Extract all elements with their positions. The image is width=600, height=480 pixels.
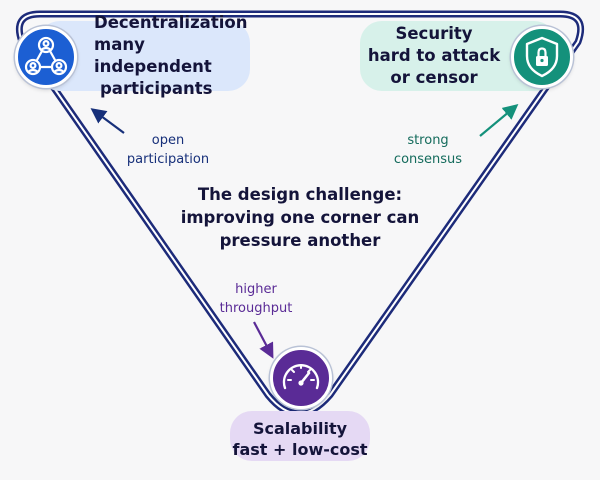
speedometer-icon xyxy=(270,347,332,409)
strong-consensus-annotation: strong consensus xyxy=(378,131,478,169)
annotation-line: participation xyxy=(126,152,210,167)
center-line: The design challenge: xyxy=(197,185,403,204)
annotation-line: open xyxy=(151,133,185,148)
annotation-line: consensus xyxy=(393,152,463,167)
security-line1: hard to attack xyxy=(367,46,501,65)
annotation-line: throughput xyxy=(219,301,293,316)
strong-consensus-arrow xyxy=(479,104,519,137)
security-title: Security xyxy=(395,24,473,43)
scalability-label: Scalability fast + low-cost xyxy=(230,411,370,461)
decentralization-line2: participants xyxy=(100,79,213,98)
annotation-line: strong xyxy=(407,133,449,148)
decentralization-title: Decentralization xyxy=(94,13,248,32)
shield-lock-icon xyxy=(511,26,573,88)
center-line: pressure another xyxy=(219,231,381,250)
higher-throughput-arrow xyxy=(253,321,274,359)
open-participation-annotation: open participation xyxy=(118,131,218,169)
higher-throughput-annotation: higher throughput xyxy=(216,280,296,318)
decentralization-line1: many independent xyxy=(94,35,212,76)
center-line: improving one corner can xyxy=(180,208,420,227)
people-network-icon xyxy=(15,26,77,88)
scalability-title: Scalability xyxy=(252,419,348,438)
open-participation-arrow xyxy=(90,108,125,134)
scalability-line1: fast + low-cost xyxy=(232,440,368,459)
annotation-line: higher xyxy=(235,282,277,297)
security-line2: or censor xyxy=(390,68,478,87)
design-challenge-text: The design challenge: improving one corn… xyxy=(160,183,440,252)
